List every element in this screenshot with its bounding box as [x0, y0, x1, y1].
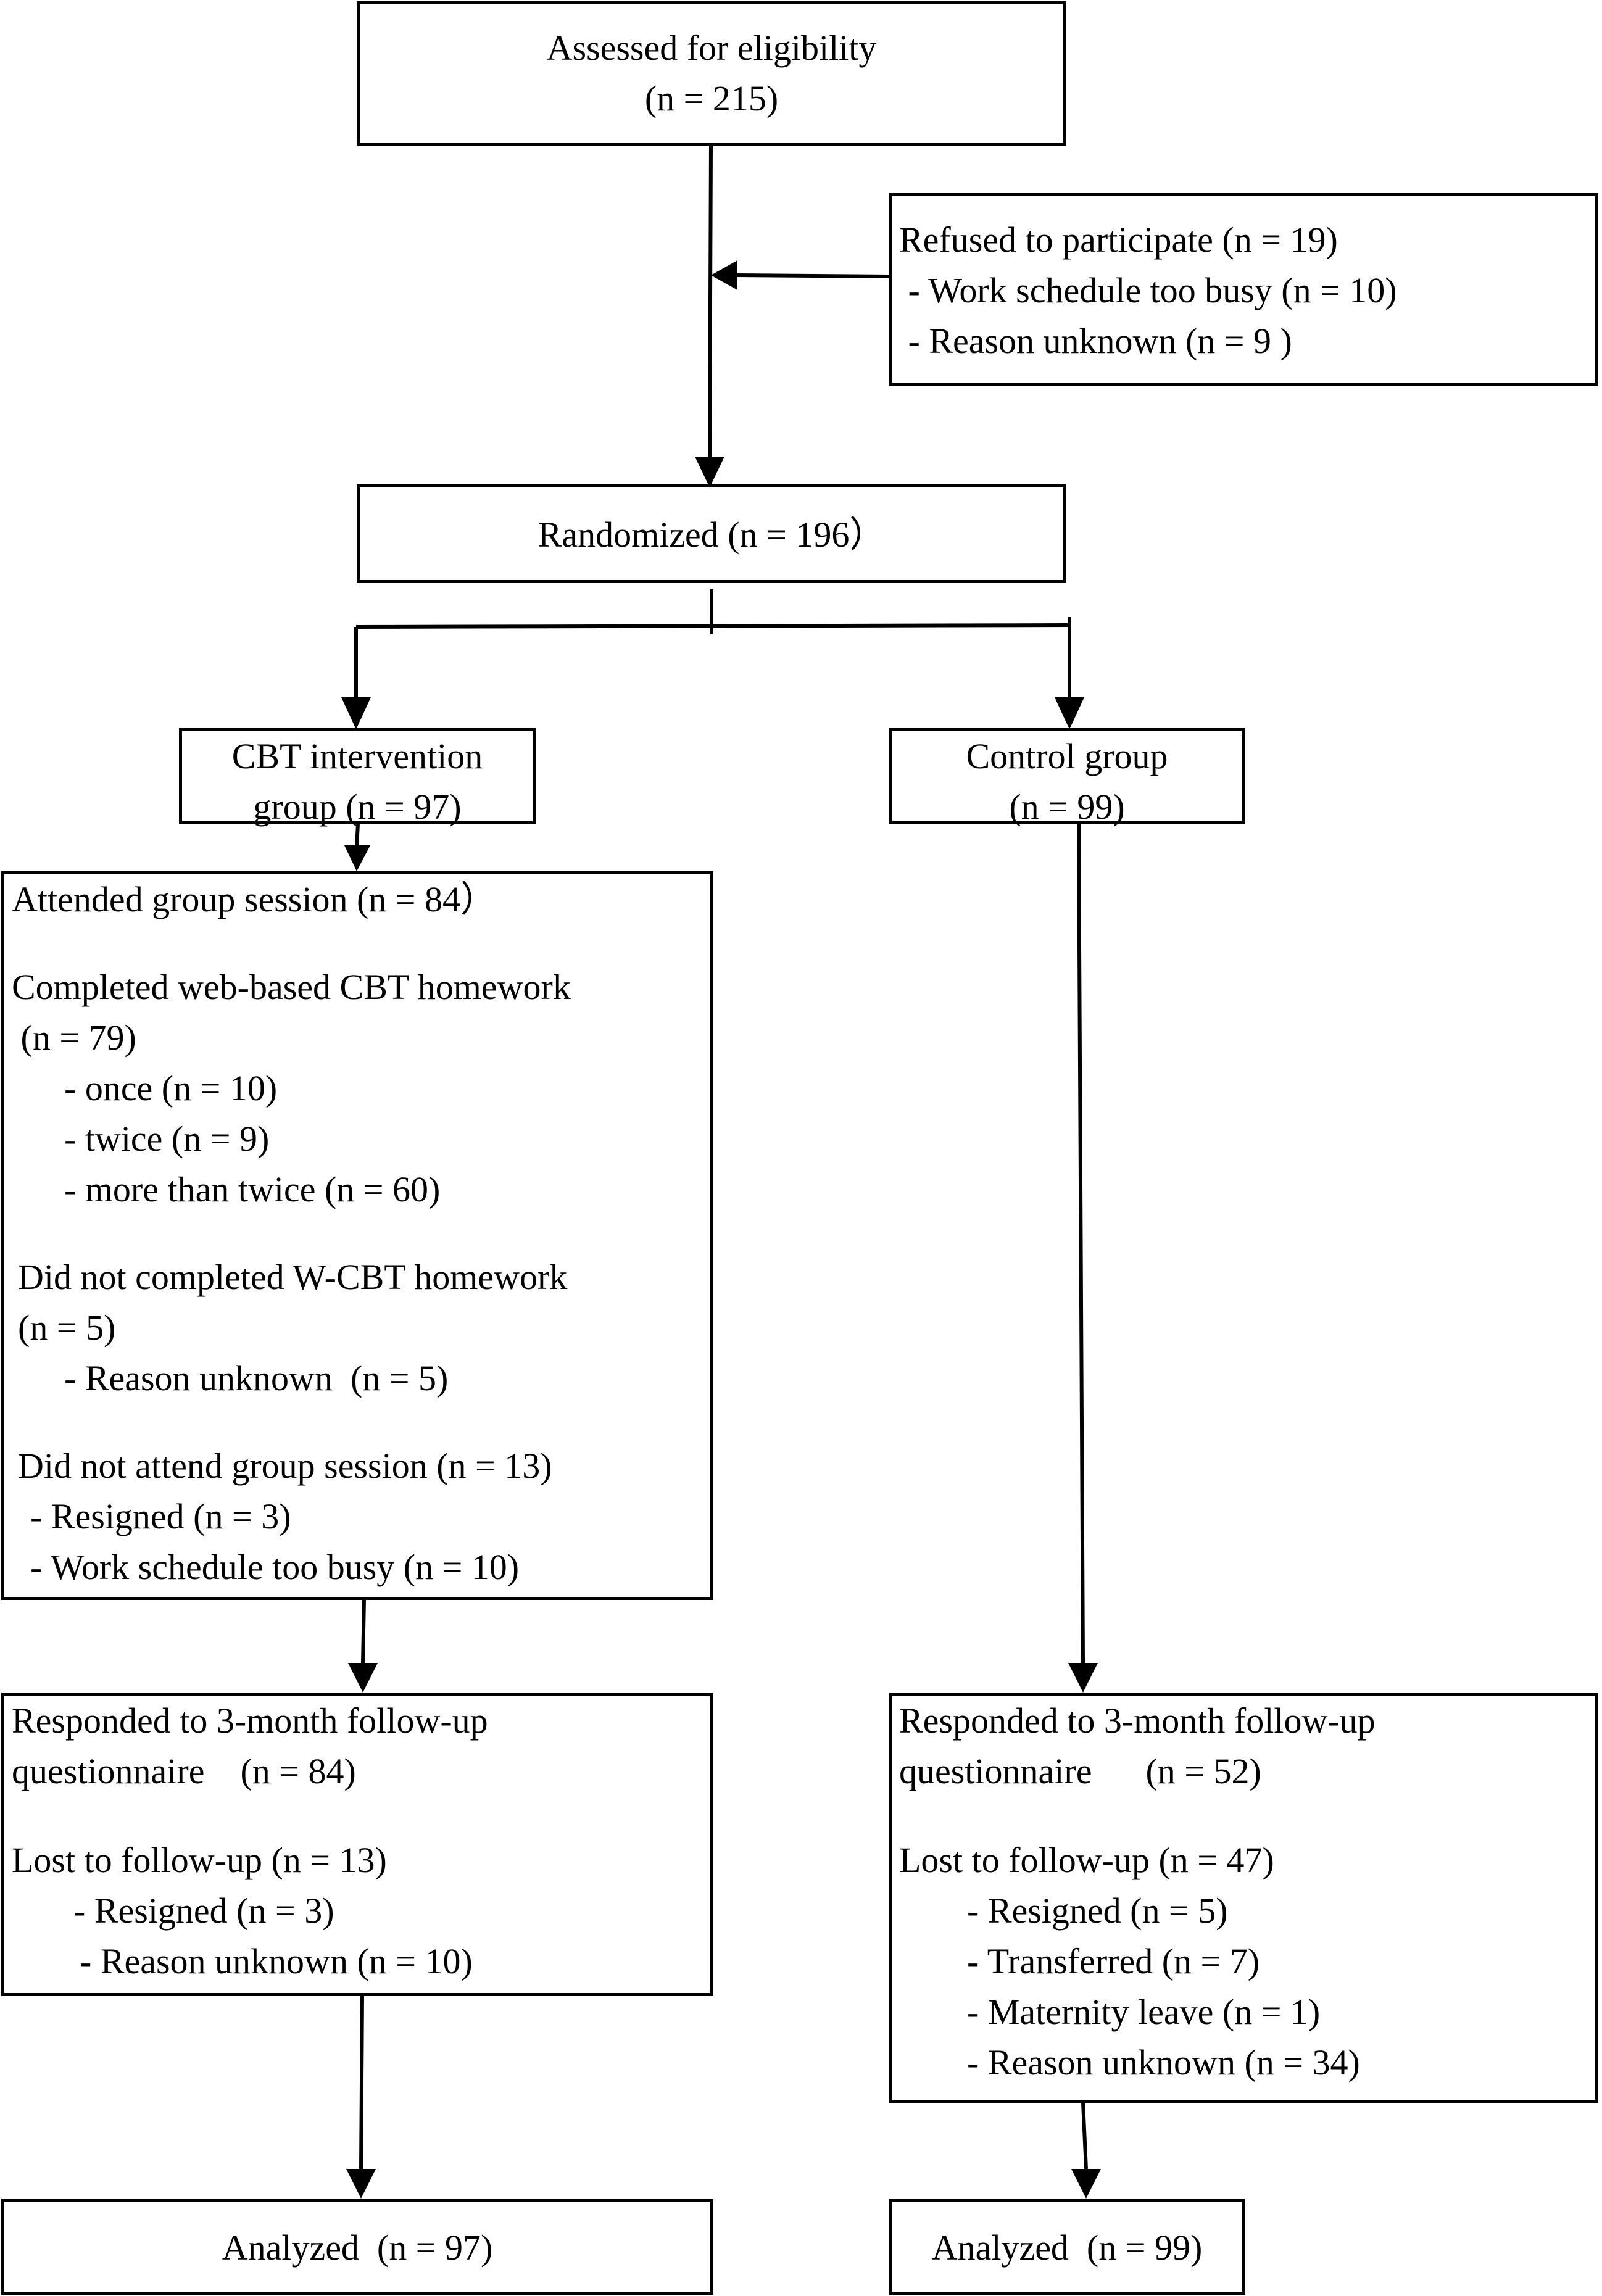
arrow-assessed-to-randomized	[708, 145, 713, 457]
completed-homework-item: - more than twice (n = 60)	[64, 1169, 441, 1209]
cbt-analyzed-box: Analyzed (n = 97)	[1, 2199, 713, 2295]
arrow-control-to-followup	[1077, 824, 1085, 1664]
control-followup-lost-item: - Transferred (n = 7)	[967, 1941, 1260, 1981]
arrowhead-cbt-group-icon	[341, 697, 371, 729]
arrowhead-control-followup-icon	[1068, 1663, 1098, 1693]
arrow-cbt-followup-to-analyzed	[359, 1996, 364, 2170]
control-group-box: Control group (n = 99)	[889, 728, 1245, 827]
arrow-control-followup-to-analyzed	[1081, 2102, 1088, 2170]
refused-title: Refused to participate (n = 19)	[899, 220, 1338, 260]
cbt-group-label: CBT intervention	[231, 736, 483, 776]
arrowhead-cbt-analyzed-icon	[346, 2169, 376, 2199]
assessed-box: Assessed for eligibility (n = 215)	[357, 1, 1066, 146]
not-completed-title: Did not completed W-CBT homework	[18, 1257, 568, 1297]
not-completed-item: - Reason unknown (n = 5)	[64, 1358, 449, 1398]
control-followup-lost-item: - Maternity leave (n = 1)	[967, 1992, 1321, 2032]
arrowhead-cbt-details-icon	[344, 845, 370, 871]
randomized-box: Randomized (n = 196）	[357, 484, 1066, 583]
arrowhead-cbt-followup-icon	[348, 1663, 378, 1693]
arrowhead-control-group-icon	[1055, 697, 1084, 729]
cbt-group-count: group (n = 97)	[253, 787, 462, 827]
cbt-details-box: Attended group session (n = 84） Complete…	[1, 871, 713, 1600]
control-group-count: (n = 99)	[1009, 787, 1125, 827]
control-followup-responded-count: questionnaire (n = 52)	[899, 1751, 1261, 1791]
control-followup-lost: Lost to follow-up (n = 47)	[899, 1840, 1274, 1880]
control-followup-responded: Responded to 3-month follow-up	[899, 1701, 1376, 1741]
cbt-group-box: CBT intervention group (n = 97)	[179, 728, 536, 827]
split-horizontal	[355, 623, 1070, 629]
control-followup-lost-item: - Resigned (n = 5)	[967, 1891, 1228, 1931]
cbt-analyzed-label: Analyzed (n = 97)	[222, 2228, 493, 2268]
control-analyzed-label: Analyzed (n = 99)	[931, 2228, 1203, 2268]
refused-item: - Work schedule too busy (n = 10)	[899, 270, 1397, 310]
refused-box: Refused to participate (n = 19) - Work s…	[889, 193, 1598, 386]
not-attended-item: - Resigned (n = 3)	[30, 1496, 291, 1536]
cbt-followup-lost: Lost to follow-up (n = 13)	[12, 1840, 387, 1880]
assessed-count: (n = 215)	[644, 78, 779, 118]
randomized-label: Randomized (n = 196）	[537, 515, 886, 555]
control-group-label: Control group	[966, 736, 1168, 776]
completed-homework-title: Completed web-based CBT homework	[12, 967, 571, 1007]
attended-session: Attended group session (n = 84）	[12, 879, 497, 919]
cbt-followup-box: Responded to 3-month follow-up questionn…	[1, 1693, 713, 1996]
cbt-followup-lost-item: - Resigned (n = 3)	[73, 1891, 334, 1931]
not-completed-count: (n = 5)	[18, 1308, 116, 1348]
arrow-details-to-followup	[361, 1599, 366, 1664]
control-analyzed-box: Analyzed (n = 99)	[889, 2199, 1245, 2295]
cbt-followup-responded: Responded to 3-month follow-up	[12, 1701, 488, 1741]
not-attended-title: Did not attend group session (n = 13)	[18, 1446, 552, 1486]
arrow-refused-to-main	[737, 273, 889, 278]
completed-homework-count: (n = 79)	[12, 1017, 136, 1058]
completed-homework-item: - once (n = 10)	[64, 1068, 278, 1108]
arrowhead-refused-icon	[711, 260, 737, 290]
control-followup-box: Responded to 3-month follow-up questionn…	[889, 1693, 1598, 2103]
arrowhead-randomized-icon	[695, 457, 724, 487]
arrowhead-control-analyzed-icon	[1071, 2169, 1101, 2199]
not-attended-item: - Work schedule too busy (n = 10)	[30, 1547, 520, 1587]
completed-homework-item: - twice (n = 9)	[64, 1119, 270, 1159]
arrow-cbt-to-details	[355, 824, 360, 847]
control-followup-lost-item: - Reason unknown (n = 34)	[967, 2042, 1360, 2083]
assessed-label: Assessed for eligibility	[546, 28, 877, 68]
cbt-followup-lost-item: - Reason unknown (n = 10)	[80, 1941, 473, 1981]
refused-item: - Reason unknown (n = 9 )	[899, 321, 1292, 361]
cbt-followup-responded-count: questionnaire (n = 84)	[12, 1751, 356, 1791]
